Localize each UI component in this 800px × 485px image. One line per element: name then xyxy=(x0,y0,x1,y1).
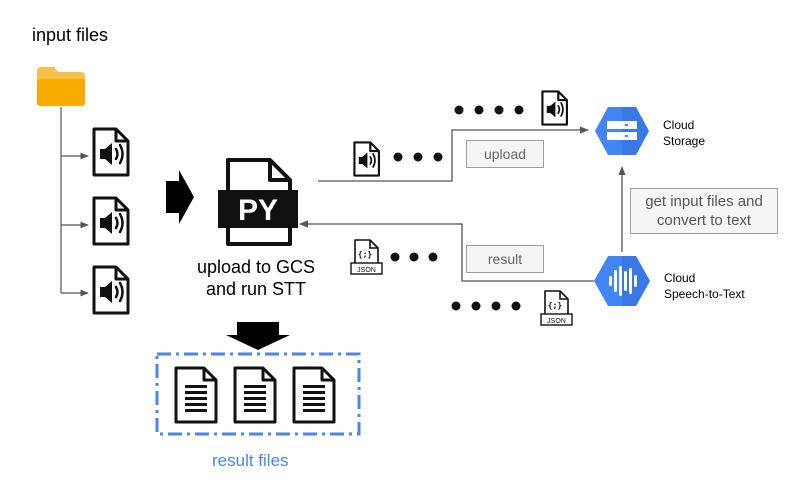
svg-text:{;}: {;} xyxy=(548,301,563,310)
speech-to-text-label-line1: Cloud xyxy=(664,271,696,285)
svg-text:{;}: {;} xyxy=(358,250,373,259)
speech-to-text-label-line2: Speech-to-Text xyxy=(664,287,745,301)
convert-edge-line1: get input files and xyxy=(645,193,763,210)
audio-file-icon xyxy=(353,141,381,177)
cloud-storage-node xyxy=(595,107,649,155)
cloud-storage-label-line2: Storage xyxy=(663,134,706,148)
storage-icon xyxy=(607,121,637,140)
input-files-label: input files xyxy=(32,25,109,45)
audio-file-icon xyxy=(92,265,130,315)
folder-icon xyxy=(37,67,85,106)
speech-to-text-node xyxy=(594,256,650,306)
upload-flow-dots xyxy=(393,105,524,162)
json-file-icon: {;} JSON xyxy=(350,239,383,275)
svg-text:JSON: JSON xyxy=(547,318,566,325)
document-icon xyxy=(233,366,277,424)
speech-to-text-label: Cloud Speech-to-Text xyxy=(664,270,745,302)
waveform-icon xyxy=(609,266,637,296)
script-caption: upload to GCS and run STT xyxy=(178,256,334,300)
python-file-icon: PY xyxy=(218,158,298,246)
svg-text:JSON: JSON xyxy=(357,267,376,274)
arrow-down-icon xyxy=(226,322,290,350)
cloud-storage-label-line1: Cloud xyxy=(663,118,695,132)
result-files-group xyxy=(155,352,361,436)
audio-file-icon xyxy=(92,127,130,177)
result-connector xyxy=(299,220,594,282)
python-label: PY xyxy=(238,194,278,227)
arrow-right-icon xyxy=(166,170,194,224)
tree-connector xyxy=(60,107,89,297)
convert-edge-line2: convert to text xyxy=(656,212,752,229)
json-file-icon: {;} JSON xyxy=(540,290,573,326)
document-icon xyxy=(292,366,336,424)
upload-edge-label: upload xyxy=(466,140,544,168)
script-caption-line2: and run STT xyxy=(205,279,307,299)
audio-file-icon xyxy=(541,90,568,126)
document-icon xyxy=(174,366,218,424)
result-files-label: result files xyxy=(212,451,289,470)
script-caption-line1: upload to GCS xyxy=(196,257,316,277)
result-flow-dots xyxy=(390,252,521,311)
audio-file-icon xyxy=(92,196,130,246)
convert-edge-label: get input files and convert to text xyxy=(630,188,778,234)
result-edge-label: result xyxy=(466,245,544,273)
upload-connector xyxy=(318,126,589,182)
cloud-storage-label: Cloud Storage xyxy=(663,117,705,149)
